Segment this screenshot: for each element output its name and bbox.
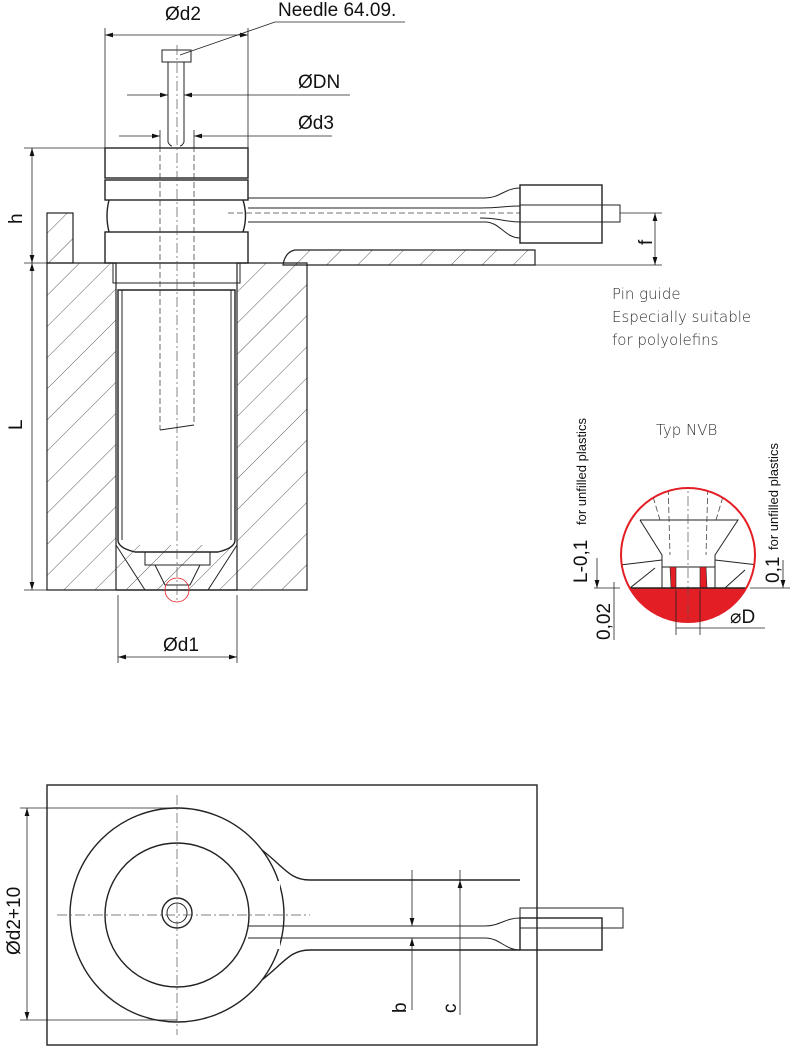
label-d2: Ød2	[165, 4, 201, 25]
channel-plate	[282, 249, 536, 266]
note-line-3: for polyolefins	[612, 331, 718, 349]
top-view: Ød2+10 b c	[4, 784, 624, 1046]
note-line-1: Pin guide	[612, 285, 681, 303]
nozzle-body	[104, 147, 621, 586]
side-view: Ød2 Needle 64.09. ØDN Ød3 h L f Ød1 Pin …	[6, 0, 751, 663]
label-d2-plus-10: Ød2+10	[4, 887, 25, 955]
label-b: b	[390, 1002, 411, 1013]
clamp-block	[46, 212, 74, 264]
detail-diameter: ⌀D	[730, 607, 755, 628]
detail-right-dim: 0,1	[763, 557, 784, 583]
detail-left-note: for unfilled plastics	[574, 418, 589, 525]
label-L: L	[6, 419, 27, 430]
label-d3: Ød3	[298, 113, 334, 134]
detail-nvb: Typ NVB L-0,1 for unfilled plastics 0,1 …	[571, 418, 790, 640]
needle	[159, 45, 195, 600]
detail-bottom-dim: 0,02	[594, 603, 615, 640]
label-h: h	[6, 213, 27, 224]
label-dn: ØDN	[298, 72, 340, 93]
label-f: f	[636, 239, 657, 245]
label-needle: Needle 64.09.	[278, 0, 396, 21]
detail-title: Typ NVB	[656, 421, 717, 439]
dimensions	[24, 21, 662, 663]
label-d1: Ød1	[163, 635, 199, 656]
detail-left-dim: L-0,1	[571, 540, 592, 583]
label-c: c	[440, 1004, 461, 1014]
note-line-2: Especially suitable	[612, 308, 751, 326]
detail-right-note: for unfilled plastics	[766, 443, 781, 550]
detail-marker-circle	[164, 577, 190, 603]
